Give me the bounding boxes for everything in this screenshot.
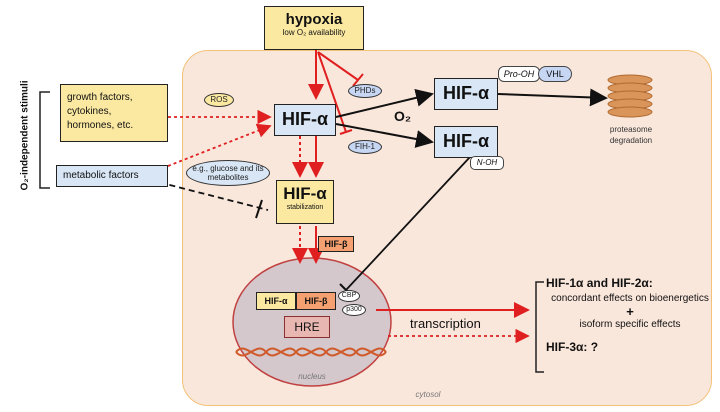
effects-line1: concordant effects on bioenergetics: [551, 293, 709, 304]
o2-label: O₂: [394, 108, 412, 124]
hif-beta-free: HIF-β: [318, 236, 354, 252]
hypoxia-title: hypoxia: [285, 11, 343, 28]
transcription-label: transcription: [410, 316, 481, 331]
effects-heading: HIF-1α and HIF-2α:: [546, 276, 653, 290]
effects-line2: isoform specific effects: [579, 319, 681, 330]
proteasome-label: proteasome degradation: [609, 125, 653, 145]
cytosol-label: cytosol: [415, 390, 441, 399]
hre-box: HRE: [284, 316, 330, 338]
growth-factors-box: growth factors, cytokines, hormones, etc…: [60, 84, 168, 142]
n-oh-tag: N-OH: [470, 156, 504, 170]
effects-hif3: HIF-3α: ?: [546, 340, 599, 354]
metabolic-factors-box: metabolic factors: [56, 165, 168, 187]
hypoxia-subtitle: low O₂ availability: [282, 28, 346, 37]
p300-oval: p300: [342, 304, 366, 316]
effects-plus: +: [626, 304, 634, 319]
proteasome-icon: [607, 74, 653, 118]
stabilization-label: stabilization: [286, 204, 324, 211]
stabilization-box: HIF-α stabilization: [276, 180, 334, 224]
glucose-oval: e.g., glucose and its metabolites: [186, 160, 270, 186]
side-label: O₂-independent stimuli: [19, 80, 31, 191]
hypoxia-box: hypoxia low O₂ availability: [264, 6, 364, 50]
fih1-oval: FIH-1: [348, 140, 382, 154]
ros-oval: ROS: [204, 93, 234, 107]
nucleus-label: nucleus: [298, 372, 326, 381]
phds-oval: PHDs: [348, 84, 382, 98]
hif-alpha-lower: HIF-α: [434, 126, 498, 158]
stabilization-hif: HIF-α: [283, 184, 327, 203]
cbp-oval: CBP: [338, 290, 360, 302]
vhl-tag: VHL: [538, 66, 572, 82]
hif-alpha-dna: HIF-α: [256, 292, 296, 310]
hif-alpha-top: HIF-α: [434, 78, 498, 110]
hif-alpha-center: HIF-α: [274, 104, 336, 136]
effects-panel: HIF-1α and HIF-2α: concordant effects on…: [546, 276, 714, 354]
pro-oh-tag: Pro-OH: [498, 66, 540, 82]
hif-beta-dna: HIF-β: [296, 292, 336, 310]
